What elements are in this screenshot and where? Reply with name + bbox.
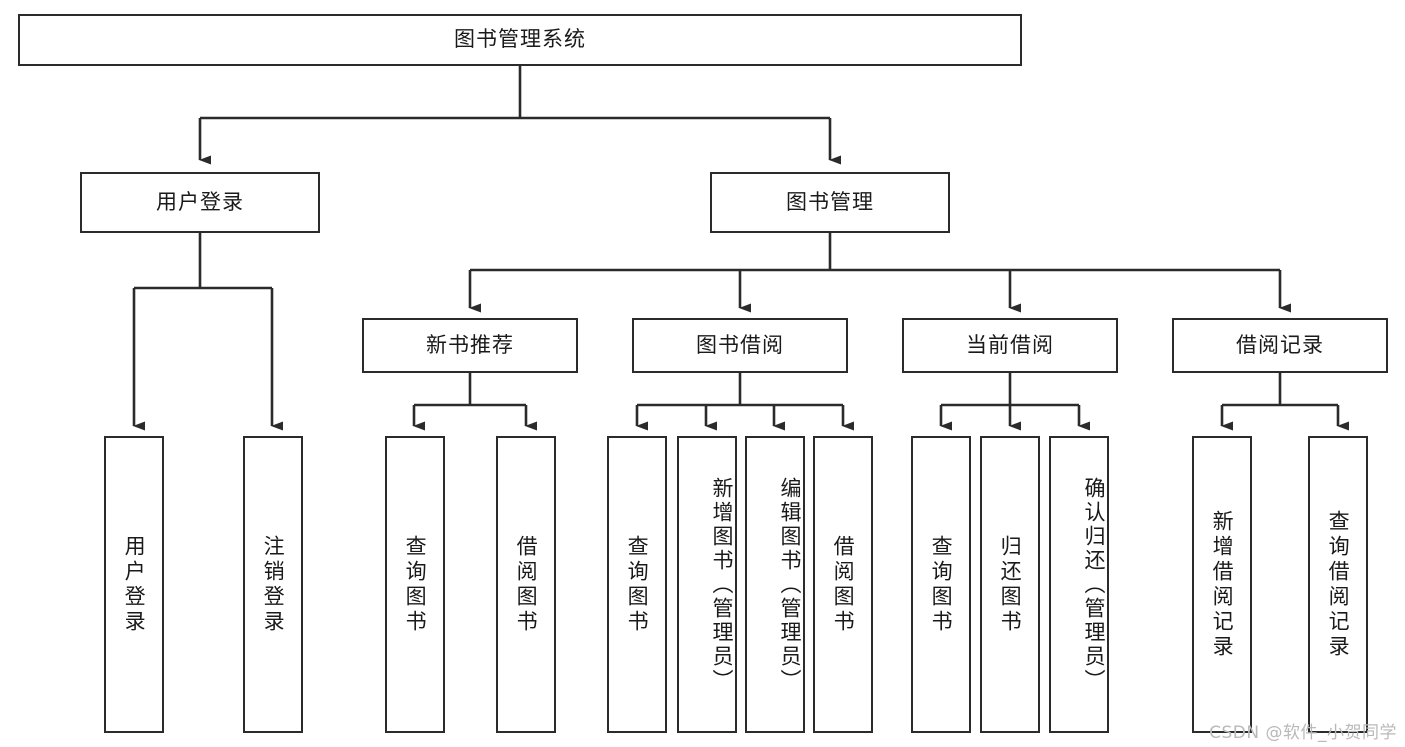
node-label: 当前借阅 [966,332,1054,357]
leaf-current-query-book[interactable]: 查询图书 [911,436,971,733]
node-label: 查询图书 [403,534,428,635]
leaf-recommend-query-book[interactable]: 查询图书 [385,436,445,733]
node-label: 图书管理 [786,189,874,214]
leaf-user-login-login[interactable]: 用户登录 [104,436,164,733]
node-label: 新增图书（管理员） [710,476,734,693]
leaf-borrow-edit-book-admin[interactable]: 编辑图书（管理员） [745,436,805,733]
node-borrow-record[interactable]: 借阅记录 [1172,318,1388,373]
node-label: 注销登录 [261,534,286,635]
node-label: 借阅图书 [514,534,539,635]
node-current-borrow[interactable]: 当前借阅 [902,318,1118,373]
node-label: 用户登录 [156,189,244,214]
leaf-borrow-add-book-admin[interactable]: 新增图书（管理员） [677,436,737,733]
csdn-watermark: CSDN @软件_小贺同学 [1209,723,1397,743]
node-label: 归还图书 [998,534,1023,635]
node-root-book-management-system[interactable]: 图书管理系统 [18,14,1022,66]
node-label: 查询图书 [625,534,650,635]
node-book-borrow[interactable]: 图书借阅 [632,318,848,373]
leaf-recommend-borrow-book[interactable]: 借阅图书 [496,436,556,733]
node-label: 查询图书 [929,534,954,635]
node-label: 用户登录 [122,534,147,635]
node-user-login[interactable]: 用户登录 [80,172,320,233]
node-label: 新书推荐 [426,332,514,357]
node-label: 新增借阅记录 [1210,509,1235,660]
leaf-user-login-logout[interactable]: 注销登录 [243,436,303,733]
leaf-record-query-borrow-record[interactable]: 查询借阅记录 [1308,436,1368,733]
node-label: 编辑图书（管理员） [778,476,802,693]
node-label: 确认归还（管理员） [1082,476,1106,693]
leaf-current-return-book[interactable]: 归还图书 [980,436,1040,733]
leaf-record-add-borrow-record[interactable]: 新增借阅记录 [1192,436,1252,733]
leaf-borrow-query-book[interactable]: 查询图书 [607,436,667,733]
node-label: 借阅图书 [831,534,856,635]
leaf-current-confirm-return-admin[interactable]: 确认归还（管理员） [1049,436,1109,733]
leaf-borrow-borrow-book[interactable]: 借阅图书 [813,436,873,733]
node-book-management[interactable]: 图书管理 [710,172,950,233]
node-label: 图书借阅 [696,332,784,357]
node-label: 借阅记录 [1236,332,1324,357]
node-new-book-recommend[interactable]: 新书推荐 [362,318,578,373]
node-label: 图书管理系统 [454,27,586,52]
node-label: 查询借阅记录 [1326,509,1351,660]
